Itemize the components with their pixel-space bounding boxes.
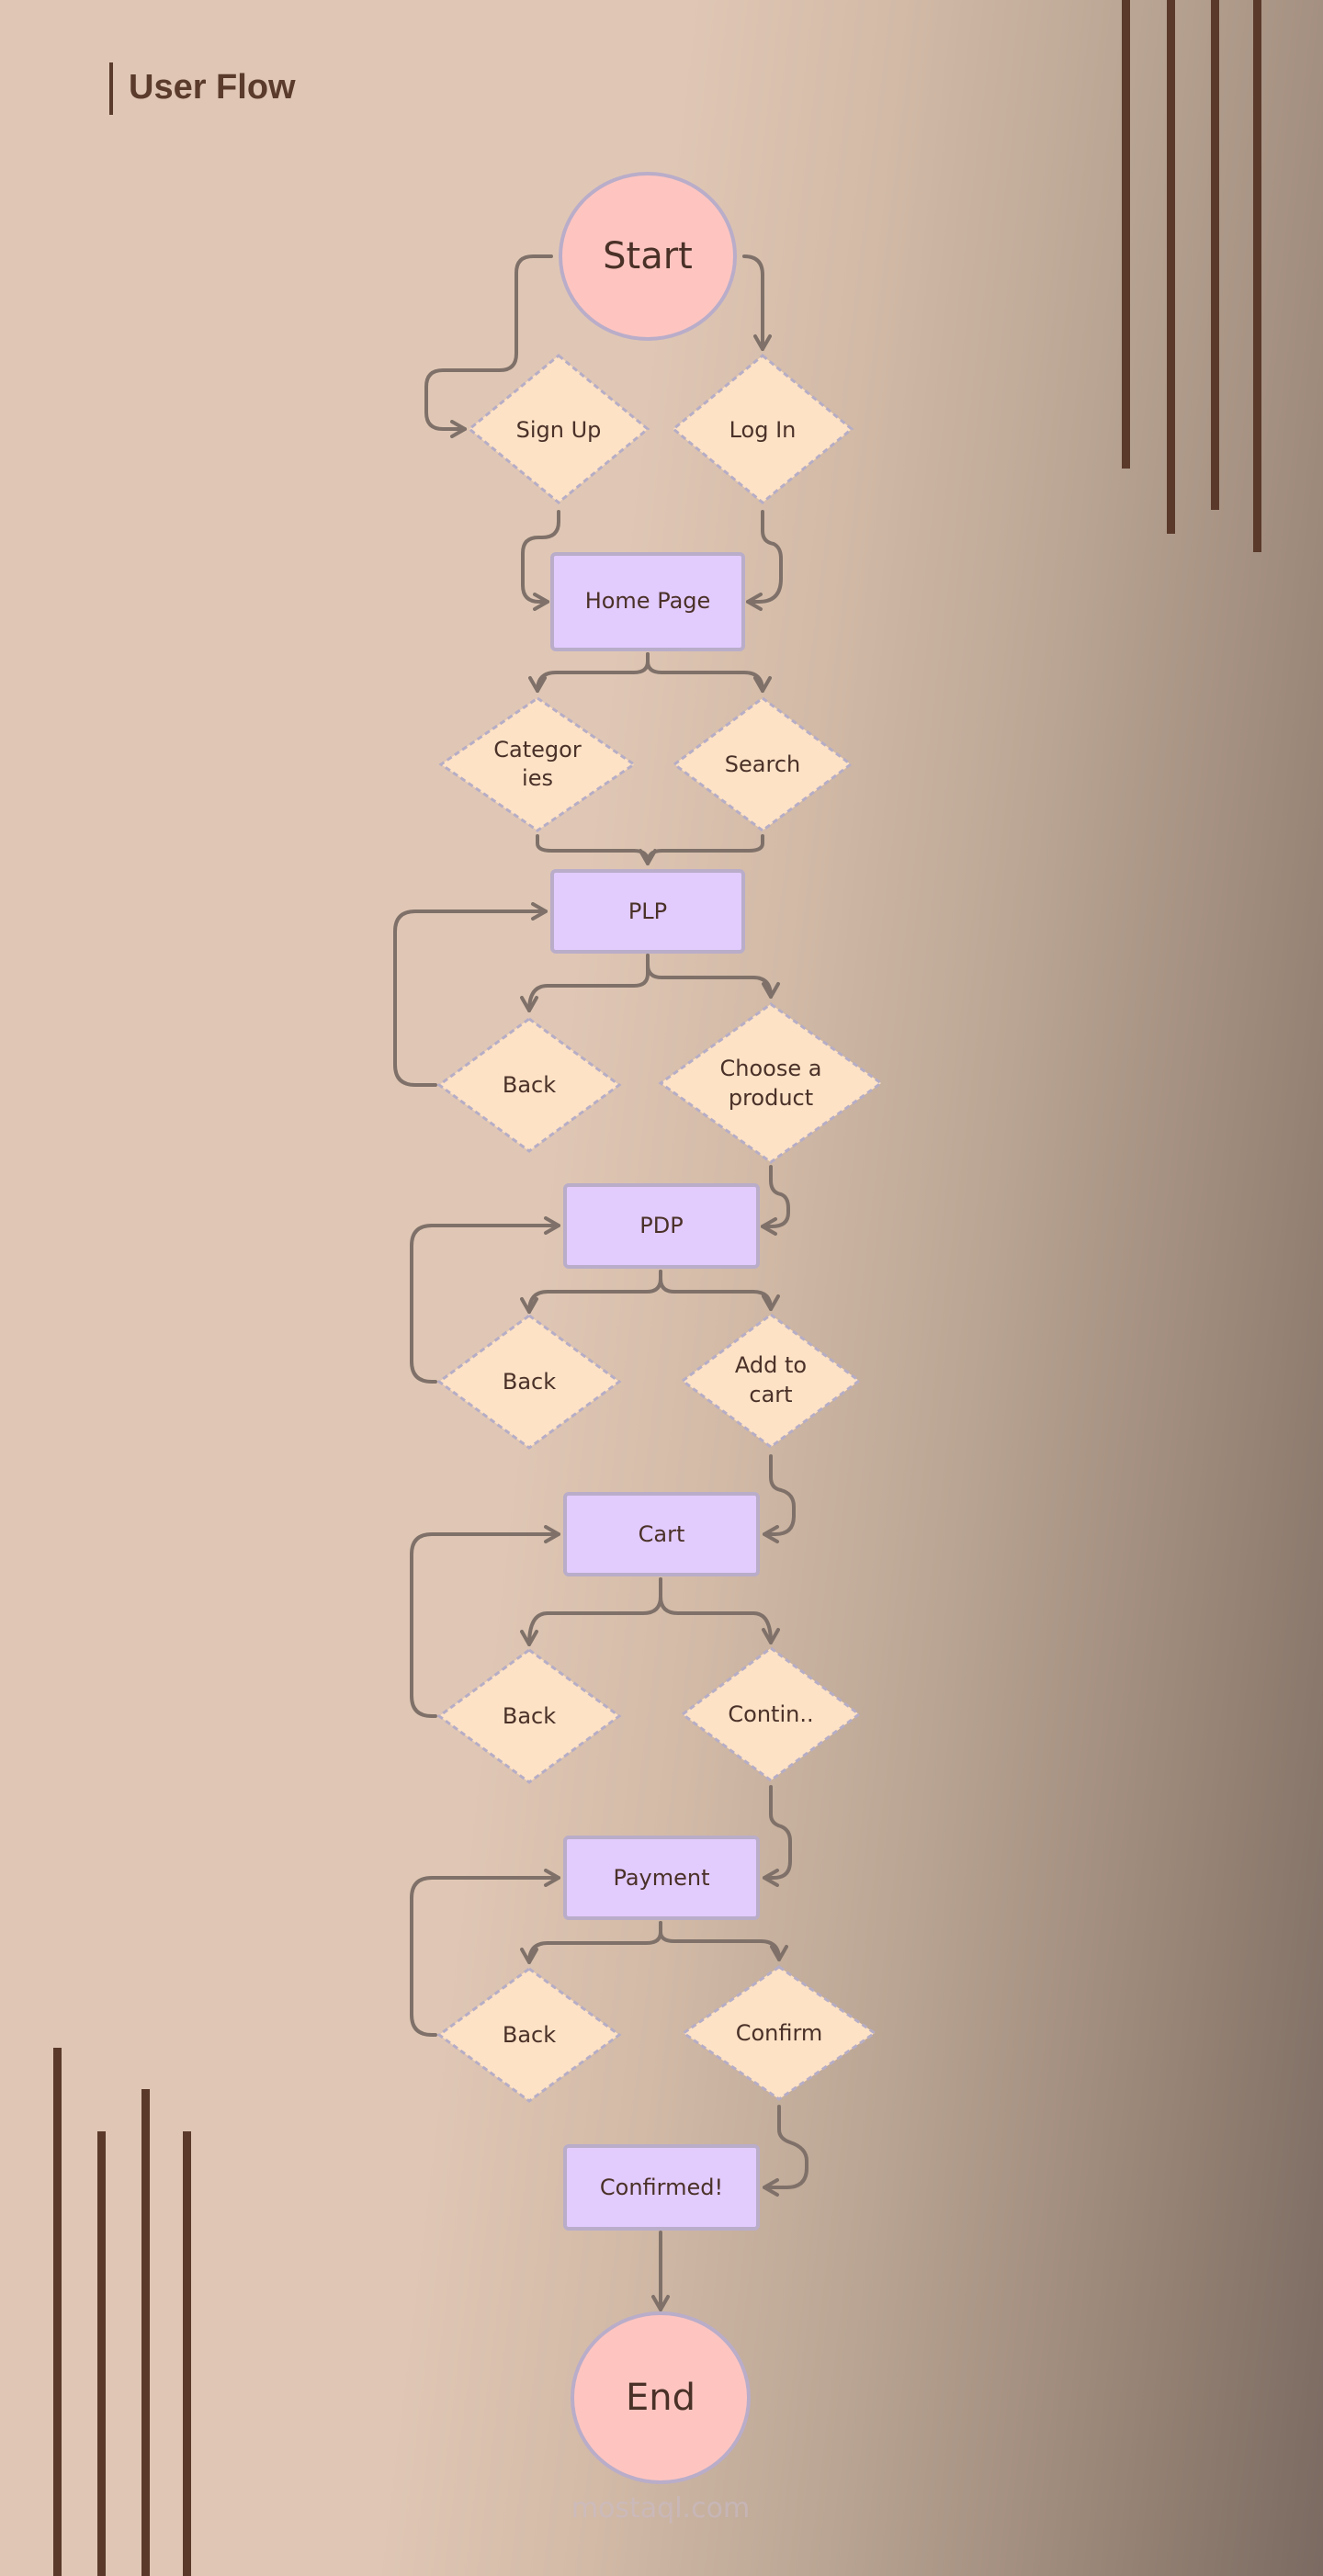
- decorative-bar: [183, 2131, 191, 2576]
- connector-product-pdp: [761, 1165, 790, 1236]
- connector-login-home: [746, 510, 783, 611]
- node-label: Choose a: [720, 1056, 822, 1081]
- node-sign-up: Sign Up: [467, 354, 650, 504]
- connector-payment-branch: [520, 1921, 662, 1964]
- connector-confirm-confirmed: [763, 2105, 808, 2197]
- connector-pdp-branch: [520, 1270, 662, 1314]
- connector-payment-branch: [659, 1921, 788, 1961]
- decorative-bar: [1211, 0, 1219, 510]
- node-label: Back: [503, 1703, 556, 1729]
- node-label: Contin..: [728, 1701, 813, 1727]
- node-label: Home Page: [585, 588, 711, 614]
- connector-pdp-branch: [659, 1270, 780, 1311]
- decorative-bar: [1167, 0, 1175, 534]
- node-confirmed: Confirmed!: [563, 2144, 760, 2231]
- node-label: Categor: [493, 737, 582, 763]
- connector-continue-payment: [763, 1785, 792, 1887]
- connector-plp-branch: [520, 954, 650, 1012]
- node-back-cart: Back: [436, 1648, 622, 1784]
- node-label: Cart: [639, 1521, 685, 1547]
- node-label: PLP: [628, 898, 667, 924]
- node-label: Payment: [613, 1865, 709, 1891]
- node-confirm: Confirm: [681, 1965, 877, 2101]
- node-label: Back: [503, 2022, 556, 2048]
- node-cart: Cart: [563, 1492, 760, 1576]
- node-label: Confirm: [736, 2020, 823, 2046]
- node-payment: Payment: [563, 1836, 760, 1920]
- connector-back-cart: [410, 1525, 560, 1718]
- node-label: PDP: [639, 1213, 683, 1238]
- node-label: Add to: [735, 1352, 807, 1378]
- decorative-bar: [53, 2048, 62, 2576]
- node-label: Back: [503, 1072, 556, 1098]
- connectors: [393, 254, 808, 2311]
- decorative-bar: [1122, 0, 1130, 469]
- connector-home-branch: [528, 652, 650, 693]
- connector-start-login: [742, 254, 772, 351]
- node-log-in: Log In: [671, 354, 854, 504]
- title-accent-bar: [109, 62, 113, 115]
- node-plp: PLP: [550, 869, 745, 954]
- connector-signup-home: [521, 510, 560, 611]
- node-label: ies: [522, 765, 553, 791]
- node-label: Confirmed!: [600, 2175, 723, 2200]
- node-label: End: [626, 2377, 695, 2419]
- node-label: Search: [725, 751, 800, 777]
- node-back-pdp: Back: [436, 1314, 622, 1450]
- decorative-bar: [97, 2131, 106, 2576]
- node-back-plp: Back: [436, 1017, 622, 1153]
- watermark: mostaql.com: [571, 2492, 750, 2525]
- node-pdp: PDP: [563, 1183, 760, 1269]
- connector-back-payment: [410, 1869, 560, 2037]
- node-start: Start: [559, 172, 737, 341]
- node-label: Log In: [729, 417, 797, 443]
- decorative-bar: [141, 2089, 150, 2576]
- page-title: User Flow: [129, 68, 296, 107]
- node-label: Start: [603, 235, 693, 277]
- node-label: cart: [749, 1382, 792, 1407]
- connector-cart-branch: [659, 1577, 780, 1644]
- connector-home-branch: [646, 652, 772, 693]
- connector-back-pdp: [410, 1216, 560, 1384]
- connector-start-signup: [424, 254, 553, 438]
- node-categories: Categor ies: [438, 696, 637, 832]
- connector-categories-plp: [536, 834, 650, 864]
- node-label: product: [729, 1085, 813, 1111]
- node-choose-product: Choose a product: [658, 1002, 884, 1164]
- node-end: End: [571, 2311, 751, 2484]
- node-add-to-cart: Add to cart: [680, 1313, 862, 1449]
- connector-search-plp: [639, 834, 764, 865]
- node-label: Sign Up: [516, 417, 602, 443]
- node-home-page: Home Page: [550, 552, 745, 651]
- connector-cart-branch: [520, 1577, 662, 1646]
- connector-plp-branch: [646, 954, 780, 999]
- node-label: Back: [503, 1369, 556, 1395]
- node-continue: Contin..: [680, 1646, 862, 1782]
- decorative-bar: [1253, 0, 1261, 552]
- connector-addtocart-cart: [763, 1454, 796, 1543]
- connector-back-plp: [393, 902, 548, 1087]
- node-back-payment: Back: [436, 1967, 622, 2103]
- node-search: Search: [672, 696, 854, 832]
